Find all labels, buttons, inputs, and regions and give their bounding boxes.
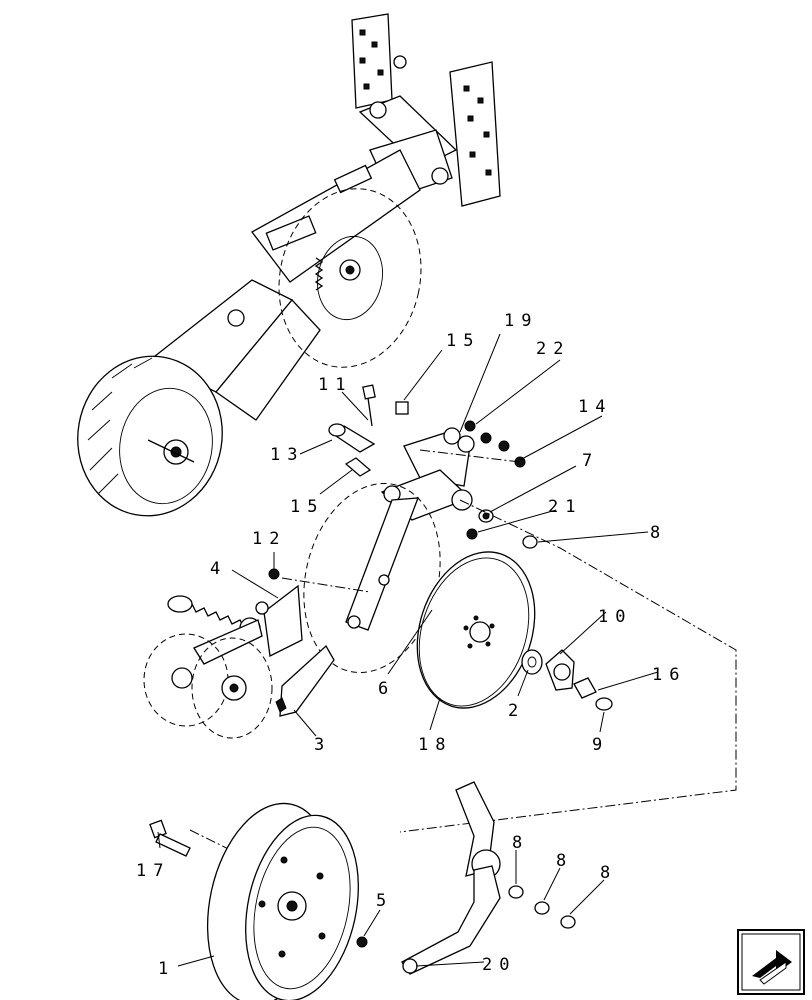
callout-7: 7 xyxy=(582,451,599,471)
callout-labels: 15 19 22 11 14 13 7 15 21 8 12 4 10 16 6… xyxy=(136,311,686,979)
callout-12: 12 xyxy=(252,529,286,549)
gauge-arm-washers xyxy=(508,885,576,929)
callout-1: 1 xyxy=(158,959,175,979)
callout-21: 21 xyxy=(548,497,582,517)
gauge-wheel-nut xyxy=(356,936,368,948)
gauge-wheel-arm xyxy=(401,781,501,975)
disc-arm-bracket xyxy=(345,427,475,631)
callout-4: 4 xyxy=(210,559,227,579)
callout-22: 22 xyxy=(536,339,570,359)
opener-disc xyxy=(416,551,536,709)
gauge-wheel-bolt xyxy=(149,819,191,857)
callout-8-arm-3: 8 xyxy=(600,863,617,883)
callout-14: 14 xyxy=(578,397,612,417)
callout-3: 3 xyxy=(314,735,331,755)
callout-5: 5 xyxy=(376,891,393,911)
gauge-wheel xyxy=(206,802,359,1000)
callout-13: 13 xyxy=(270,445,304,465)
callout-8-right: 8 xyxy=(650,523,667,543)
callout-17: 17 xyxy=(136,861,170,881)
callout-16: 16 xyxy=(652,665,686,685)
callout-15-top: 15 xyxy=(446,331,480,351)
callout-9: 9 xyxy=(592,735,609,755)
callout-18: 18 xyxy=(418,735,452,755)
callout-8-arm-1: 8 xyxy=(512,833,529,853)
callout-10: 10 xyxy=(598,607,632,627)
navigation-arrow-icon[interactable] xyxy=(737,929,805,995)
hub-assembly xyxy=(521,649,613,711)
callout-19: 19 xyxy=(504,311,538,331)
callout-15-lower: 15 xyxy=(290,497,324,517)
row-unit-frame-assembly xyxy=(77,13,501,517)
callout-6: 6 xyxy=(378,679,395,699)
callout-2: 2 xyxy=(508,701,525,721)
seed-boot-assembly xyxy=(143,584,335,739)
callout-8-arm-2: 8 xyxy=(556,851,573,871)
callout-11: 11 xyxy=(318,375,352,395)
leader-lines xyxy=(157,333,659,967)
callout-20: 20 xyxy=(482,955,516,975)
